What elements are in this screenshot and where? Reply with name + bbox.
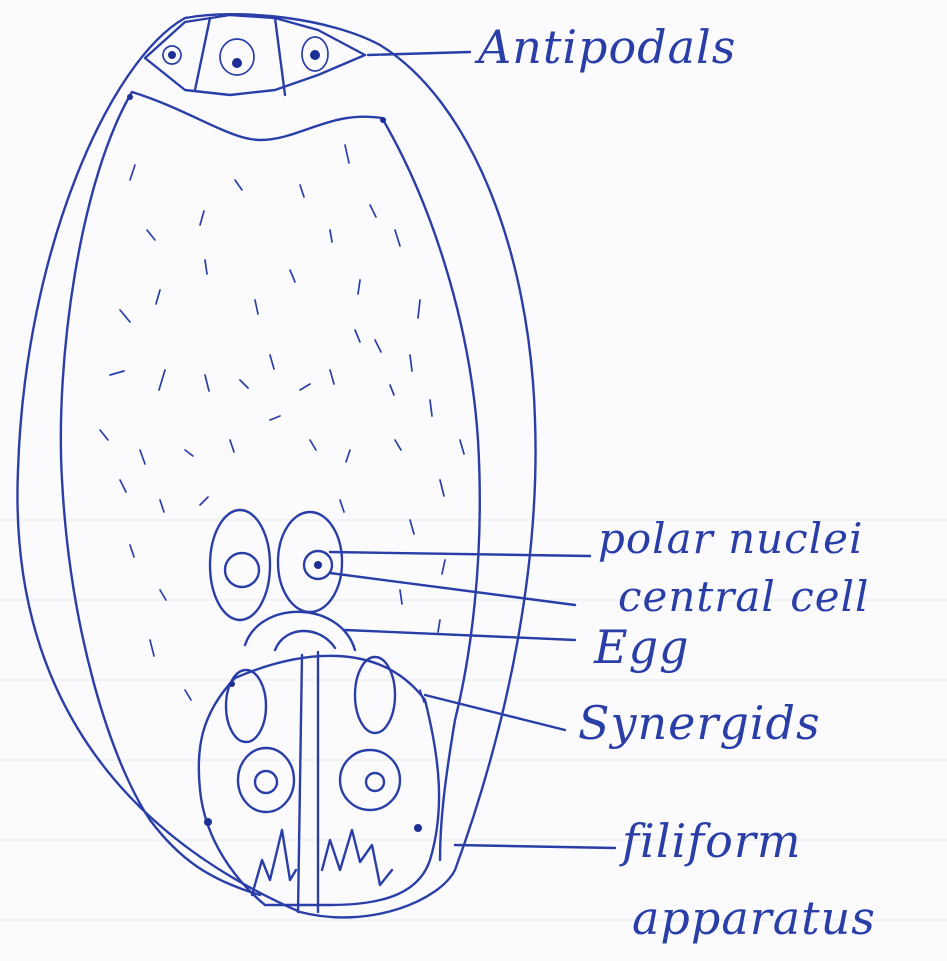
antipodal-cells [163,37,328,75]
label-polar-nuclei: polar nuclei [598,518,863,560]
label-filiform: filiform [622,818,802,864]
label-central-cell: central cell [618,576,869,618]
label-antipodals: Antipodals [478,24,736,70]
leader-lines [330,52,615,848]
polar-nuclei [210,510,342,620]
synergid-divider [298,655,302,912]
label-egg: Egg [594,624,689,670]
antipodal-divider-1 [195,18,210,90]
egg-cell [245,612,355,650]
cytoplasm-stipple [100,145,464,702]
antipodal-divider-2 [275,18,285,95]
label-synergids: Synergids [578,700,821,746]
label-apparatus: apparatus [632,895,876,941]
central-cell-wall [61,92,480,895]
